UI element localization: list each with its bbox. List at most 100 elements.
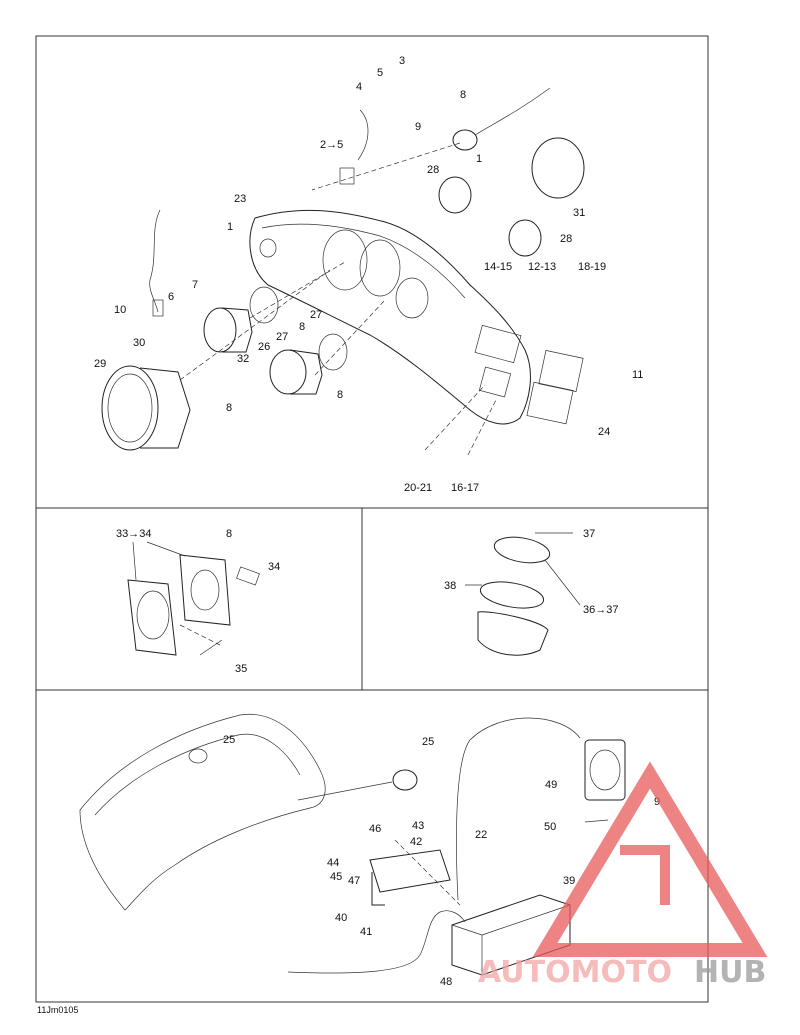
label-30: 30 xyxy=(133,337,145,349)
watermark-logo-triangle xyxy=(532,761,768,957)
switch-1-top xyxy=(452,129,478,151)
label-1a: 1 xyxy=(476,153,482,165)
label-8a: 8 xyxy=(460,89,466,101)
gauge-32 xyxy=(203,307,237,353)
radio-edge-2 xyxy=(481,904,571,936)
ring-27a xyxy=(249,286,279,324)
wire-22 xyxy=(456,717,581,901)
label-40: 40 xyxy=(335,912,347,924)
watermark-text-a: AUTOMOTO xyxy=(478,955,672,990)
dash-line-2 xyxy=(249,261,346,319)
connector-10 xyxy=(152,299,164,317)
dash-line-1 xyxy=(179,269,331,381)
label-24: 24 xyxy=(598,426,610,438)
switch-plate-lower xyxy=(478,366,512,398)
decal-plate-2 xyxy=(526,381,574,425)
tachometer-bezel xyxy=(139,367,191,449)
label-50: 50 xyxy=(544,821,556,833)
gauge-housing-front xyxy=(127,579,177,656)
label-36to37: 36→37 xyxy=(583,604,618,616)
diagram-code: 11Jm0105 xyxy=(37,1005,78,1015)
dashboard-shell xyxy=(79,713,326,911)
socket-25b xyxy=(392,769,418,791)
label-33to34: 33→34 xyxy=(116,528,151,540)
label-41: 41 xyxy=(360,926,372,938)
label-25a: 25 xyxy=(223,734,235,746)
leader-34 xyxy=(146,541,186,557)
cap-28-upper xyxy=(438,176,472,214)
grille-37 xyxy=(493,536,551,564)
label-4: 4 xyxy=(356,81,362,93)
label-16-17: 16-17 xyxy=(451,482,479,494)
label-6: 6 xyxy=(168,291,174,303)
label-5: 5 xyxy=(377,67,383,79)
gauge-mount-hole xyxy=(190,569,220,611)
label-26: 26 xyxy=(258,341,270,353)
gauge-hole-3 xyxy=(395,277,429,319)
label-46: 46 xyxy=(369,823,381,835)
radio-edge-1 xyxy=(451,924,483,936)
mid-right-labels: 37 38 36→37 xyxy=(444,528,618,616)
bracket-plate xyxy=(369,849,451,893)
console-body xyxy=(249,209,531,425)
mid-left-labels: 33→34 8 34 35 xyxy=(116,528,280,675)
label-9: 9 xyxy=(654,796,660,808)
tachometer-face xyxy=(107,373,153,443)
diagram-frames xyxy=(35,35,709,1003)
label-28b: 28 xyxy=(560,233,572,245)
cap-31 xyxy=(531,137,585,199)
coiled-cable-10 xyxy=(149,209,161,313)
label-10: 10 xyxy=(114,304,126,316)
gauge-26 xyxy=(269,349,307,395)
watermark-text-b: HUB xyxy=(694,955,766,990)
label-37: 37 xyxy=(583,528,595,540)
label-34: 34 xyxy=(268,561,280,573)
label-42: 42 xyxy=(410,836,422,848)
label-12-13: 12-13 xyxy=(528,261,556,273)
dash-line-4 xyxy=(424,384,486,451)
label-43: 43 xyxy=(412,820,424,832)
label-18-19: 18-19 xyxy=(578,261,606,273)
dash-line-35 xyxy=(179,624,221,646)
tachometer-gauge xyxy=(101,365,159,451)
connector-2-5 xyxy=(339,167,355,185)
label-35: 35 xyxy=(235,663,247,675)
gauge-hole-1 xyxy=(322,229,368,291)
dash-line-bracket xyxy=(394,839,461,906)
console-hole xyxy=(259,238,277,258)
label-28a: 28 xyxy=(427,164,439,176)
label-8c: 8 xyxy=(226,402,232,414)
label-8: 8 xyxy=(226,528,232,540)
speaker-cone-49 xyxy=(589,749,621,791)
decal-plate-1 xyxy=(538,350,584,392)
label-31: 31 xyxy=(573,207,585,219)
label-29: 29 xyxy=(94,358,106,370)
gasket-38 xyxy=(479,581,545,609)
gauge-32-body xyxy=(221,307,253,353)
plug-34 xyxy=(236,566,260,586)
dash-line-3 xyxy=(314,299,386,376)
switch-plate-upper xyxy=(474,324,522,364)
grommet-25a xyxy=(188,748,208,764)
label-47: 47 xyxy=(348,875,360,887)
speaker-grille-drawing xyxy=(465,532,581,656)
top-panel-labels: 3 5 4 8 9 1 2→5 28 31 23 1 28 14-15 12-1… xyxy=(94,55,643,494)
dashboard-shell-inner xyxy=(94,733,301,816)
speaker-housing-36 xyxy=(477,611,549,656)
label-48: 48 xyxy=(440,976,452,988)
label-22: 22 xyxy=(475,829,487,841)
label-44: 44 xyxy=(327,857,339,869)
label-14-15: 14-15 xyxy=(484,261,512,273)
bracket-40 xyxy=(371,872,385,906)
cap-28-lower xyxy=(508,219,542,257)
label-8d: 8 xyxy=(337,389,343,401)
wire-2-5 xyxy=(357,109,369,161)
label-2to5: 2→5 xyxy=(320,139,343,151)
gauge-mount-plate xyxy=(179,554,231,626)
watermark: AUTOMOTO HUB xyxy=(478,761,768,990)
gauge-hole-2 xyxy=(359,239,401,297)
label-45: 45 xyxy=(330,871,342,883)
leader-50 xyxy=(584,819,609,823)
wire-top xyxy=(474,87,551,136)
